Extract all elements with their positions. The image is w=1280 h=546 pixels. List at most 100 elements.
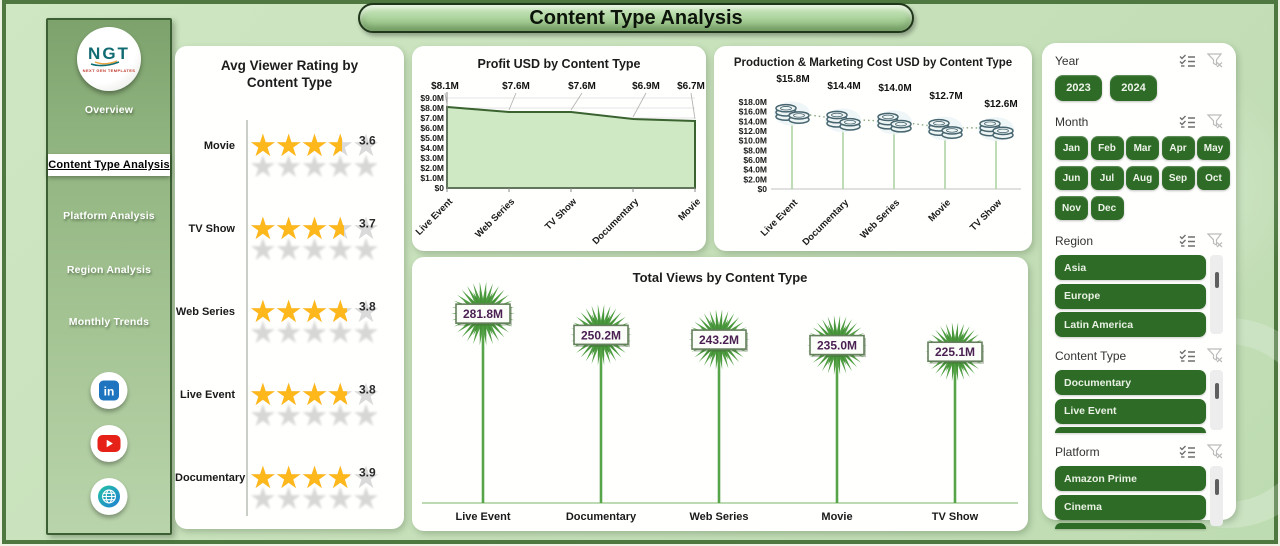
rating-chart-title: Avg Viewer Rating by Content Type [220,58,359,90]
filter-option-amazon-prime[interactable]: Amazon Prime [1055,466,1206,491]
sidebar-item-content-type-analysis[interactable]: Content Type Analysis [48,154,170,176]
ngt-logo-text: NGT [88,44,130,63]
svg-text:$16.0M: $16.0M [739,107,767,117]
profit-area-chart[interactable]: $9.0M$8.0M$7.0M$6.0M$5.0M$4.0M$3.0M$2.0M… [412,46,706,251]
clear-filter-icon[interactable] [1207,233,1223,248]
filter-section-year: Year 2023 2024 [1055,53,1223,101]
svg-text:$10.0M: $10.0M [739,136,767,146]
select-all-icon[interactable] [1179,54,1196,68]
filter-option-dec[interactable]: Dec [1090,196,1124,220]
filter-option-oct[interactable]: Oct [1197,166,1230,190]
linkedin-icon[interactable]: in [90,372,128,409]
filter-option-jun[interactable]: Jun [1055,166,1088,190]
rating-axis-line [246,120,248,516]
filter-title-content-type: Content Type [1055,348,1127,363]
star-rating-chart[interactable]: Movie★★★★★★★★★★3.6TV Show★★★★★★★★★★3.7We… [175,104,404,519]
coin-stack-icon [927,116,963,141]
clear-filter-icon[interactable] [1207,444,1223,459]
select-all-icon[interactable] [1179,349,1196,363]
clear-filter-icon[interactable] [1207,114,1223,129]
svg-text:$6.0M: $6.0M [743,155,767,165]
scrollbar-thumb[interactable] [1214,272,1219,289]
svg-text:$12.6M: $12.6M [984,99,1017,110]
sidebar-item-overview[interactable]: Overview [84,104,134,116]
rating-row-movie[interactable]: Movie★★★★★★★★★★3.6 [175,104,404,187]
rating-row-tv-show[interactable]: TV Show★★★★★★★★★★3.7 [175,187,404,270]
rating-row-documentary[interactable]: Documentary★★★★★★★★★★3.9 [175,436,404,519]
select-all-icon[interactable] [1179,115,1196,129]
youtube-icon[interactable] [90,425,128,462]
svg-text:$3.0M: $3.0M [420,153,444,163]
scrollbar-track[interactable] [1210,255,1223,334]
filter-option-live-event[interactable]: Live Event [1055,398,1206,424]
svg-text:225.1M: 225.1M [935,345,975,359]
sidebar-item-monthly-trends[interactable]: Monthly Trends [68,316,150,328]
filter-option-nov[interactable]: Nov [1055,196,1088,220]
scrollbar-track[interactable] [1210,370,1223,430]
filter-option-may[interactable]: May [1197,136,1230,160]
filter-option-sep[interactable]: Sep [1161,166,1195,190]
filter-option-partial[interactable] [1055,427,1206,433]
card-avg-viewer-rating: Avg Viewer Rating by Content Type Movie★… [175,46,404,529]
svg-text:Web Series: Web Series [473,196,517,240]
sidebar-item-region-analysis[interactable]: Region Analysis [66,264,152,276]
svg-text:$8.0M: $8.0M [743,145,767,155]
cost-lollipop-chart[interactable]: $18.0M$16.0M$14.0M$12.0M$10.0M$8.0M$6.0M… [714,46,1032,251]
filter-option-latin-america[interactable]: Latin America [1055,312,1206,337]
scrollbar-thumb[interactable] [1214,383,1219,400]
svg-text:$2.0M: $2.0M [420,163,444,173]
filter-option-2023[interactable]: 2023 [1055,75,1102,101]
ngt-logo-subtext: NEXT GEN TEMPLATES [82,68,136,73]
select-all-icon[interactable] [1179,445,1196,459]
flower-burst-icon: 281.8M [451,281,515,346]
sidebar-item-platform-analysis[interactable]: Platform Analysis [63,210,155,222]
filter-option-jan[interactable]: Jan [1055,136,1088,160]
svg-text:Web Series: Web Series [689,511,748,523]
svg-text:$14.0M: $14.0M [878,83,911,94]
filter-option-jul[interactable]: Jul [1090,166,1124,190]
rating-value-label: 3.6 [359,133,376,148]
svg-text:$14.0M: $14.0M [739,116,767,126]
filter-option-feb[interactable]: Feb [1090,136,1124,160]
select-all-icon[interactable] [1179,234,1196,248]
filter-option-aug[interactable]: Aug [1126,166,1159,190]
svg-text:$2.0M: $2.0M [743,174,767,184]
rating-row-web-series[interactable]: Web Series★★★★★★★★★★3.8 [175,270,404,353]
page-title: Content Type Analysis [358,3,914,33]
rating-category-label: Documentary [175,471,246,484]
filter-option-asia[interactable]: Asia [1055,255,1206,280]
svg-text:Movie: Movie [676,196,703,223]
rating-row-live-event[interactable]: Live Event★★★★★★★★★★3.8 [175,353,404,436]
filter-option-documentary[interactable]: Documentary [1055,370,1206,395]
clear-filter-icon[interactable] [1207,53,1223,68]
svg-text:Live Event: Live Event [455,511,510,523]
clear-filter-icon[interactable] [1207,348,1223,363]
svg-text:in: in [104,385,115,399]
star-rating-icon: ★★★★★★★★★★ [249,293,380,329]
filter-header-year: Year [1055,53,1223,68]
filter-option-apr[interactable]: Apr [1161,136,1195,160]
globe-icon[interactable] [90,478,128,515]
svg-text:$4.0M: $4.0M [420,143,444,153]
filter-option-cinema[interactable]: Cinema [1055,494,1206,520]
star-rating-icon: ★★★★★★★★★★ [249,210,380,246]
filter-option-mar[interactable]: Mar [1126,136,1159,160]
scrollbar-track[interactable] [1210,466,1223,526]
filter-option-europe[interactable]: Europe [1055,283,1206,309]
filter-option-partial[interactable] [1055,523,1206,529]
svg-text:TV Show: TV Show [968,197,1005,234]
coin-stack-icon [774,101,810,126]
rating-value-label: 3.8 [359,299,376,314]
filter-title-region: Region [1055,233,1094,248]
page-title-text: Content Type Analysis [529,6,743,29]
svg-text:$0: $0 [435,183,445,193]
coin-stack-icon [825,108,861,133]
filter-option-2024[interactable]: 2024 [1110,75,1157,101]
filter-header-platform: Platform [1055,444,1223,459]
flower-burst-icon: 225.1M [925,322,985,382]
scrollbar-thumb[interactable] [1214,479,1219,496]
